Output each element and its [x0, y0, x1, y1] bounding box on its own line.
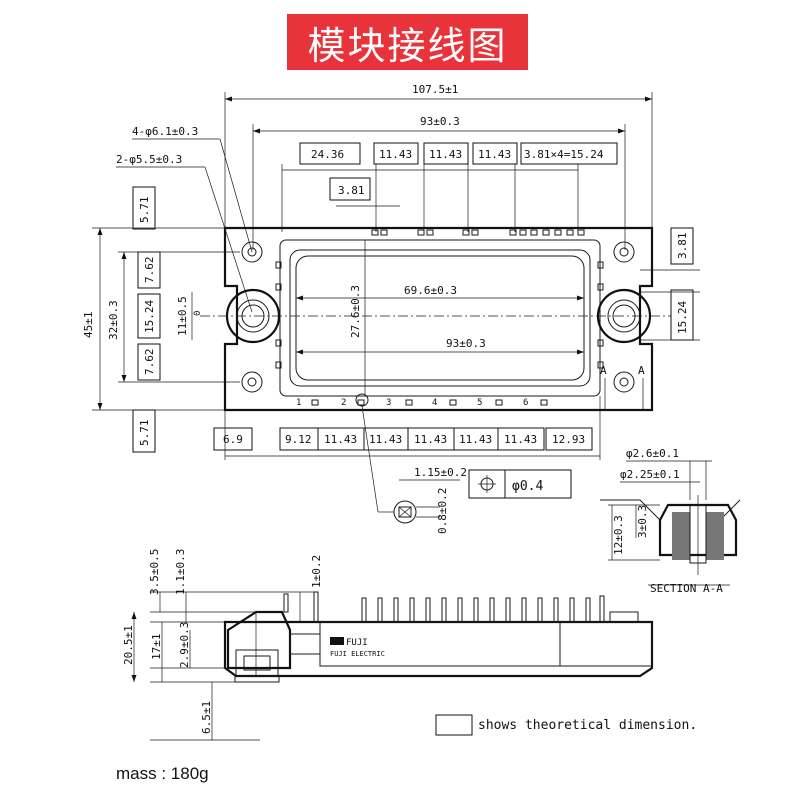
side-pins [283, 591, 605, 623]
inner-93-label: 93±0.3 [446, 337, 486, 350]
pitch-1143-label-2: 11.43 [429, 148, 462, 161]
dim-1524-right: 15.24 [676, 301, 689, 334]
side-h35-label: 3.5±0.5 [148, 549, 161, 595]
pin-number-6: 6 [523, 398, 528, 408]
dim-11-label: 11±0.5 [176, 296, 189, 336]
side-h29-label: 2.9±0.3 [178, 622, 191, 668]
legend-label: shows theoretical dimension. [478, 718, 697, 733]
dim-762-bottom: 7.62 [143, 349, 156, 376]
hole-callouts: 4-φ6.1±0.3 2-φ5.5±0.3 [116, 125, 253, 313]
section-h12-label: 12±0.3 [612, 515, 625, 555]
pin-detail: 1.15±0.2 0.8±0.2 φ0.4 [355, 393, 572, 534]
pin-number-5: 5 [477, 398, 482, 408]
dim-45-label: 45±1 [82, 312, 95, 339]
dim-1143-b4: 11.43 [459, 433, 492, 446]
inner-height-label: 27.6±0.3 [349, 285, 362, 338]
pin-pitch-row: 24.36 11.43 11.43 11.43 3.81×4=15.24 3.8… [281, 142, 618, 232]
dim-912-label: 9.12 [285, 433, 312, 446]
dim-762-top: 7.62 [143, 257, 156, 284]
position-tolerance-label: φ0.4 [512, 479, 543, 494]
dim-571-top: 5.71 [138, 197, 151, 224]
left-vertical-dimensions: 5.71 5.71 7.62 15.24 7.62 45±1 32±0.3 11… [82, 186, 240, 453]
pin-number-2: 2 [341, 398, 346, 408]
pin-number-1: 1 [296, 398, 301, 408]
side-dimensions: 3.5±0.5 1.1±0.3 1±0.2 20.5±1 17±1 2.9±0.… [122, 549, 323, 741]
overall-width-label: 107.5±1 [412, 83, 458, 96]
pin-width-label: 1.15±0.2 [414, 466, 467, 479]
section-h3-label: 3±0.3 [636, 505, 649, 538]
section-d1-label: φ2.6±0.1 [626, 447, 679, 460]
section-title: SECTION A-A [650, 582, 723, 595]
section-d2-label: φ2.25±0.1 [620, 468, 680, 481]
hole-2-label: 2-φ5.5±0.3 [116, 153, 182, 166]
dim-571-bottom: 5.71 [138, 420, 151, 447]
section-marker-left: A [600, 364, 607, 377]
dim-1143-b1: 11.43 [324, 433, 357, 446]
pitch-1143-label-1: 11.43 [379, 148, 412, 161]
legend: shows theoretical dimension. [435, 714, 697, 736]
dim-1143-b3: 11.43 [414, 433, 447, 446]
dim-381-right: 3.81 [676, 233, 689, 260]
right-vertical-dimensions: 3.81 15.24 [640, 227, 700, 341]
module-side-view: FUJI FUJI ELECTRIC [223, 591, 654, 683]
section-aa-view: φ2.6±0.1 φ2.25±0.1 12±0.3 3±0.3 SECTION … [600, 447, 741, 595]
overall-width-dimension: 107.5±1 [224, 83, 653, 228]
pitch-1143-label-3: 11.43 [478, 148, 511, 161]
section-marker-right: A [638, 364, 645, 377]
pitch-381x4-label: 3.81×4=15.24 [524, 148, 604, 161]
dim-1143-b5: 11.43 [504, 433, 537, 446]
side-h205-label: 20.5±1 [122, 625, 135, 665]
pin-number-4: 4 [432, 398, 437, 408]
dim-1143-b2: 11.43 [369, 433, 402, 446]
side-h17-label: 17±1 [150, 634, 163, 661]
brand-sub-label: FUJI ELECTRIC [330, 650, 385, 658]
module-body-top: 69.6±0.3 93±0.3 27.6±0.3 1 2 3 4 5 6 A A [200, 226, 680, 412]
pitch-2436-label: 24.36 [311, 148, 344, 161]
mass-label: mass : 180g [116, 764, 209, 783]
dim-1293-label: 12.93 [552, 433, 585, 446]
dim-1524-left: 15.24 [143, 300, 156, 333]
mount-pitch-label: 93±0.3 [420, 115, 460, 128]
bottom-pitch-row: 6.9 9.12 11.43 11.43 11.43 11.43 11.43 1… [213, 396, 601, 460]
pitch-381-label: 3.81 [338, 184, 365, 197]
hole-4-label: 4-φ6.1±0.3 [132, 125, 198, 138]
dim-11-sub-label: 0 [193, 311, 203, 316]
dim-69-label: 6.9 [223, 433, 243, 446]
inner-width-label: 69.6±0.3 [404, 284, 457, 297]
title-banner: 模块接线图 [287, 14, 528, 70]
side-h1-label: 1±0.2 [310, 555, 323, 588]
brand-label: FUJI [346, 638, 368, 648]
pin-height-label: 0.8±0.2 [436, 488, 449, 534]
pin-number-3: 3 [386, 398, 391, 408]
side-h65-label: 6.5±1 [200, 701, 213, 734]
side-h11-label: 1.1±0.3 [174, 549, 187, 595]
brand-logo [330, 637, 344, 645]
dim-32-label: 32±0.3 [107, 300, 120, 340]
